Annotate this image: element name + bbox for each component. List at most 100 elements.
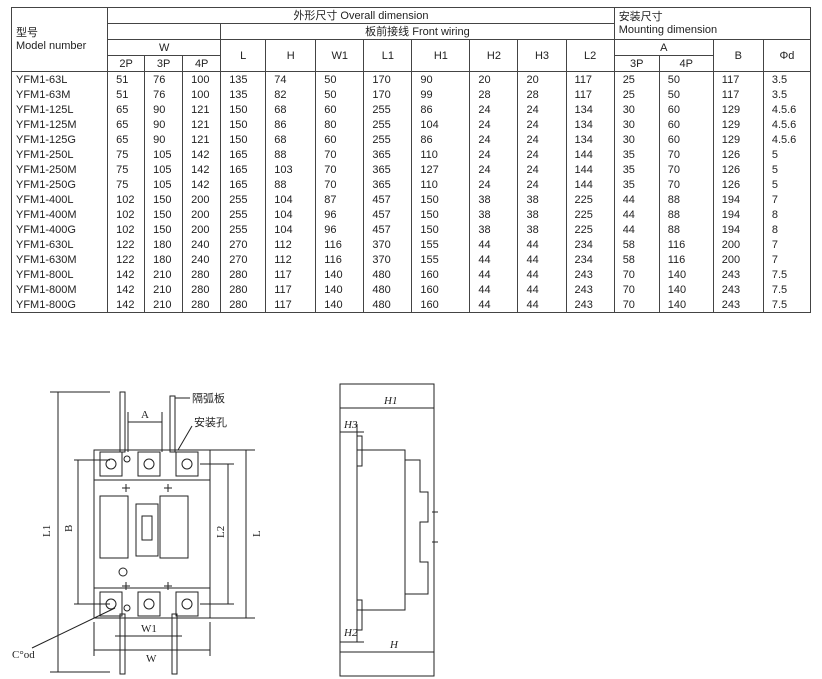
value-cell: 135: [220, 87, 267, 102]
value-cell: 134: [565, 117, 615, 132]
value-cell: 20: [469, 71, 519, 87]
dim-L1-label: L1: [41, 525, 53, 537]
value-cell: 68: [265, 102, 317, 117]
value-cell: 38: [517, 192, 567, 207]
value-cell: 38: [469, 222, 519, 237]
value-cell: 44: [517, 282, 567, 297]
dim-W1-label: W1: [141, 623, 157, 635]
value-cell: 280: [220, 297, 267, 313]
value-cell: 142: [107, 282, 146, 297]
dim-H1-label: H1: [383, 395, 397, 407]
value-cell: 200: [182, 207, 222, 222]
value-cell: 280: [182, 297, 222, 313]
value-cell: 243: [712, 282, 764, 297]
value-cell: 3.5: [762, 71, 812, 87]
value-cell: 65: [107, 132, 146, 147]
value-cell: 38: [469, 207, 519, 222]
value-cell: 76: [144, 87, 184, 102]
value-cell: 480: [363, 297, 413, 313]
value-cell: 194: [712, 222, 764, 237]
value-cell: 126: [712, 162, 764, 177]
value-cell: 243: [565, 267, 615, 282]
value-cell: 75: [107, 147, 146, 162]
value-cell: 70: [613, 297, 660, 313]
mounting-dimension-header: 安装尺寸 Mounting dimension: [613, 7, 812, 40]
value-cell: 170: [363, 71, 413, 87]
value-cell: 44: [469, 282, 519, 297]
value-cell: 280: [220, 282, 267, 297]
value-cell: 88: [265, 177, 317, 192]
value-cell: 24: [469, 162, 519, 177]
model-cell: YFM1-800L: [10, 267, 109, 282]
value-cell: 255: [363, 117, 413, 132]
value-cell: 150: [144, 222, 184, 237]
model-cell: YFM1-125M: [10, 117, 109, 132]
value-cell: 200: [182, 222, 222, 237]
value-cell: 142: [182, 177, 222, 192]
value-cell: 24: [517, 102, 567, 117]
value-cell: 480: [363, 282, 413, 297]
value-cell: 140: [315, 282, 365, 297]
model-cell: YFM1-400L: [10, 192, 109, 207]
value-cell: 140: [315, 267, 365, 282]
value-cell: 60: [315, 102, 365, 117]
value-cell: 86: [411, 132, 471, 147]
value-cell: 35: [613, 147, 660, 162]
value-cell: 75: [107, 162, 146, 177]
value-cell: 122: [107, 237, 146, 252]
arc-plate-label: 隔弧板: [192, 391, 225, 405]
value-cell: 60: [315, 132, 365, 147]
dim-L2-label: L2: [215, 526, 227, 538]
value-cell: 80: [315, 117, 365, 132]
value-cell: 116: [658, 237, 714, 252]
value-cell: 102: [107, 207, 146, 222]
dim-B-label: B: [63, 525, 75, 532]
model-cell: YFM1-250M: [10, 162, 109, 177]
value-cell: 60: [658, 132, 714, 147]
col-W1: W1: [315, 39, 365, 72]
value-cell: 117: [712, 87, 764, 102]
value-cell: 365: [363, 177, 413, 192]
value-cell: 170: [363, 87, 413, 102]
model-cell: YFM1-63M: [10, 87, 109, 102]
model-header-cn: 型号: [16, 26, 38, 39]
value-cell: 103: [265, 162, 317, 177]
value-cell: 194: [712, 192, 764, 207]
value-cell: 210: [144, 267, 184, 282]
value-cell: 70: [613, 282, 660, 297]
value-cell: 255: [363, 132, 413, 147]
dim-H2-label: H2: [343, 627, 358, 639]
value-cell: 225: [565, 192, 615, 207]
value-cell: 35: [613, 177, 660, 192]
value-cell: 243: [712, 267, 764, 282]
value-cell: 90: [144, 132, 184, 147]
value-cell: 457: [363, 192, 413, 207]
value-cell: 7: [762, 192, 812, 207]
value-cell: 38: [517, 222, 567, 237]
col-W-4P: 4P: [182, 55, 222, 72]
value-cell: 140: [658, 267, 714, 282]
value-cell: 194: [712, 207, 764, 222]
model-header-en: Model number: [16, 39, 87, 52]
blank-header: [107, 23, 222, 40]
value-cell: 51: [107, 71, 146, 87]
value-cell: 25: [613, 87, 660, 102]
value-cell: 99: [411, 87, 471, 102]
value-cell: 117: [265, 282, 317, 297]
value-cell: 129: [712, 102, 764, 117]
value-cell: 160: [411, 282, 471, 297]
value-cell: 144: [565, 177, 615, 192]
value-cell: 135: [220, 71, 267, 87]
dim-W-label: W: [146, 653, 157, 665]
value-cell: 225: [565, 222, 615, 237]
value-cell: 68: [265, 132, 317, 147]
value-cell: 243: [565, 282, 615, 297]
